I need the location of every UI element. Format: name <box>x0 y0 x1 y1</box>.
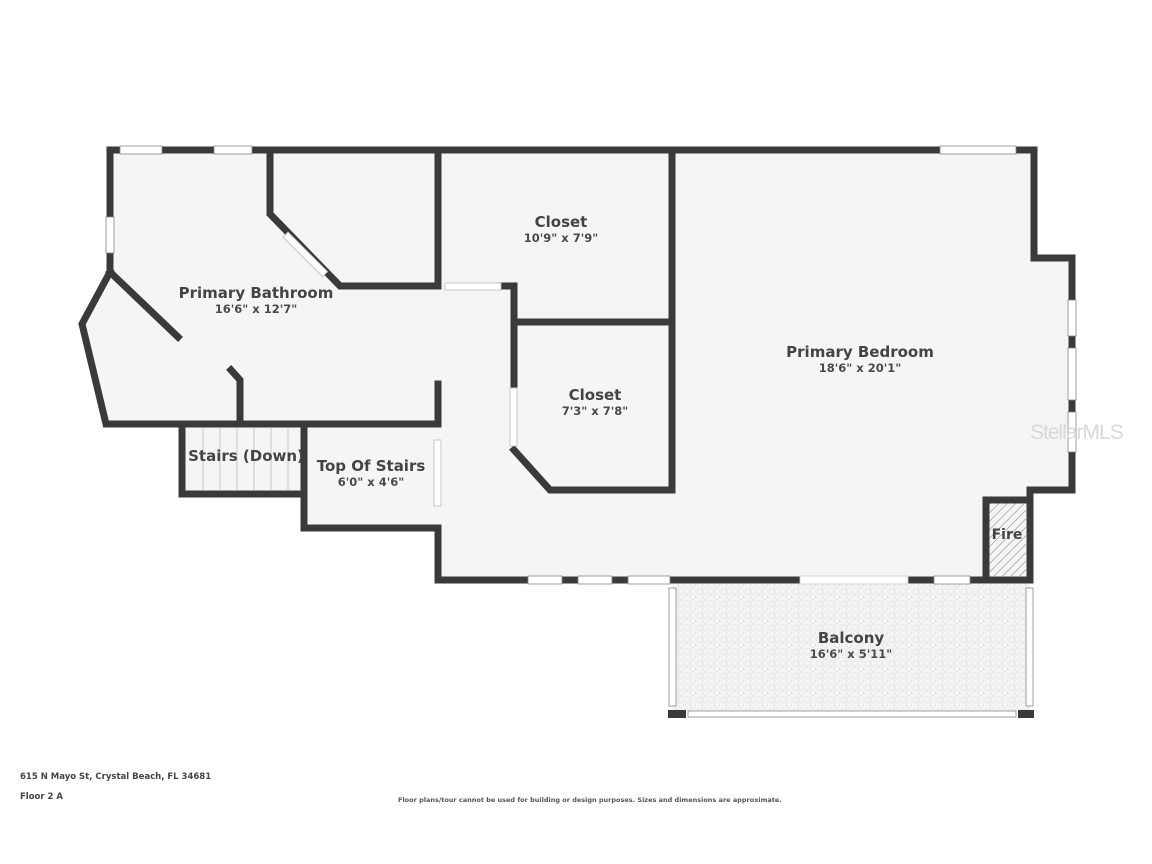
opening-bath-closet-diag <box>282 231 329 278</box>
room-label-closet-upper: Closet 10'9" x 7'9" <box>524 213 598 245</box>
opening-balcony <box>799 575 909 585</box>
wall-closet-lower-left <box>496 282 518 388</box>
opening-top-stairs <box>433 439 442 507</box>
window-bottom-3 <box>627 575 671 585</box>
wall-exterior-left <box>78 267 442 428</box>
wall-fireplace <box>982 496 1032 584</box>
wall-bath-stub <box>226 365 244 426</box>
fireplace-hatch <box>988 502 1026 576</box>
room-name: Balcony <box>817 629 885 647</box>
room-dimensions: 18'6" x 20'1" <box>818 361 902 375</box>
window-bed-right-3 <box>1067 411 1077 453</box>
balcony-rail-left <box>668 587 677 707</box>
window-bed-right-2 <box>1067 347 1077 401</box>
stair-treads <box>202 428 289 490</box>
watermark: StellarMLS <box>1030 421 1124 444</box>
disclaimer: Floor plans/tour cannot be used for buil… <box>398 796 782 804</box>
room-name: Closet <box>534 213 588 231</box>
window-bath-top-1 <box>119 145 163 155</box>
balcony-rail-right <box>1025 587 1034 707</box>
window-bottom-1 <box>527 575 563 585</box>
room-dimensions: 7'3" x 7'8" <box>561 404 629 418</box>
room-name: Primary Bedroom <box>786 343 934 361</box>
room-label-fireplace: Fire <box>992 526 1023 544</box>
wall-closet-lower-diag <box>509 445 676 494</box>
window-bottom-4 <box>933 575 971 585</box>
window-bed-top <box>939 145 1017 155</box>
floor-fills <box>82 150 1072 712</box>
floor-area-main <box>82 150 1072 580</box>
balcony-floor <box>672 584 1030 712</box>
room-name: Fire <box>991 527 1023 543</box>
balcony-walls <box>668 710 1034 718</box>
wall-bath-closet <box>266 148 442 290</box>
room-label-closet-lower: Closet 7'3" x 7'8" <box>562 386 628 418</box>
opening-bath-hall <box>444 282 502 291</box>
room-name: Closet <box>568 386 622 404</box>
balcony-rail-bottom <box>687 710 1017 718</box>
room-label-primary-bathroom: Primary Bathroom 16'6" x 12'7" <box>179 284 334 316</box>
room-name: Top Of Stairs <box>316 457 426 475</box>
room-name: Primary Bathroom <box>178 284 334 302</box>
room-dimensions: 16'6" x 12'7" <box>214 302 298 316</box>
window-bed-right-1 <box>1067 299 1077 337</box>
room-dimensions: 16'6" x 5'11" <box>809 647 893 661</box>
room-label-balcony: Balcony 16'6" x 5'11" <box>810 629 892 661</box>
walls <box>78 146 1076 584</box>
window-bath-left <box>105 216 115 254</box>
wall-exterior-top <box>106 146 1076 584</box>
opening-closet-lower <box>509 387 518 447</box>
room-label-stairs-down: Stairs (Down) <box>188 447 304 465</box>
window-bottom-2 <box>577 575 613 585</box>
room-dimensions: 10'9" x 7'9" <box>523 231 599 245</box>
property-address: 615 N Mayo St, Crystal Beach, FL 34681 <box>20 772 212 782</box>
wall-bath-diag <box>105 267 183 342</box>
door-openings <box>282 231 909 585</box>
room-label-top-of-stairs: Top Of Stairs 6'0" x 4'6" <box>317 457 426 489</box>
window-bath-top-2 <box>213 145 253 155</box>
room-name: Stairs (Down) <box>188 447 304 465</box>
room-dimensions: 6'0" x 4'6" <box>337 475 405 489</box>
floor-label: Floor 2 A <box>20 792 64 802</box>
windows <box>105 145 1077 718</box>
room-label-primary-bedroom: Primary Bedroom 18'6" x 20'1" <box>786 343 934 375</box>
